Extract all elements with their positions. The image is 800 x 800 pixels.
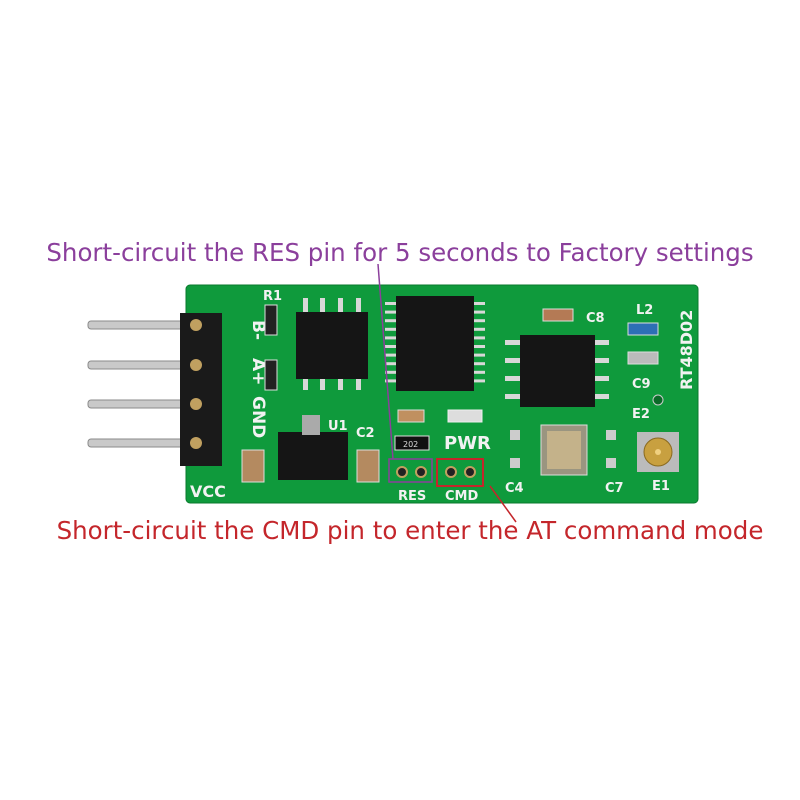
label-r1: R1 — [263, 289, 282, 304]
label-c9: C9 — [632, 377, 651, 392]
chip-lead — [385, 353, 397, 357]
chip-lead — [473, 336, 485, 340]
cmd-pin[interactable] — [436, 458, 484, 487]
label-c2: C2 — [356, 426, 375, 441]
chip-lead — [473, 370, 485, 374]
pin-label-vcc: VCC — [190, 482, 226, 501]
label-e1: E1 — [652, 479, 670, 494]
chip-soic8-right — [505, 335, 609, 407]
label-pwr: PWR — [444, 433, 491, 454]
res-annotation: Short-circuit the RES pin for 5 seconds … — [46, 238, 754, 267]
chip-lead — [385, 370, 397, 374]
label-c8: C8 — [586, 311, 605, 326]
chip-lead — [473, 379, 485, 383]
chip-lead — [473, 319, 485, 323]
chip-tssop-main — [385, 296, 485, 391]
chip-soic8-left — [296, 298, 368, 390]
chip-lead — [385, 362, 397, 366]
chip-lead — [385, 345, 397, 348]
res-pin[interactable] — [388, 458, 433, 483]
chip-lead — [473, 353, 485, 357]
label-res: RES — [398, 489, 426, 504]
chip-lead — [473, 362, 485, 366]
cmd-leader-line — [489, 485, 517, 523]
label-c7: C7 — [605, 481, 624, 496]
pin-label-b: B- — [248, 320, 268, 340]
chip-lead — [385, 302, 397, 305]
label-l2: L2 — [636, 303, 653, 318]
label-u1: U1 — [328, 419, 348, 434]
chip-lead — [473, 302, 485, 305]
pin-label-a: A+ — [248, 358, 268, 385]
model-label: RT48D02 — [677, 310, 696, 390]
cmd-annotation: Short-circuit the CMD pin to enter the A… — [56, 516, 764, 545]
chip-lead — [385, 310, 397, 314]
chip-lead — [473, 327, 485, 331]
chip-lead — [385, 327, 397, 331]
res-leader-line — [377, 263, 394, 460]
chip-lead — [385, 319, 397, 323]
chip-lead — [385, 336, 397, 340]
chip-lead — [473, 345, 485, 348]
pin-label-gnd: GND — [248, 396, 268, 438]
label-cmd: CMD — [445, 489, 478, 504]
label-e2: E2 — [632, 407, 650, 422]
resistor-code: 202 — [403, 440, 418, 449]
label-c4: C4 — [505, 481, 524, 496]
chip-lead — [473, 310, 485, 314]
chip-lead — [385, 379, 397, 383]
